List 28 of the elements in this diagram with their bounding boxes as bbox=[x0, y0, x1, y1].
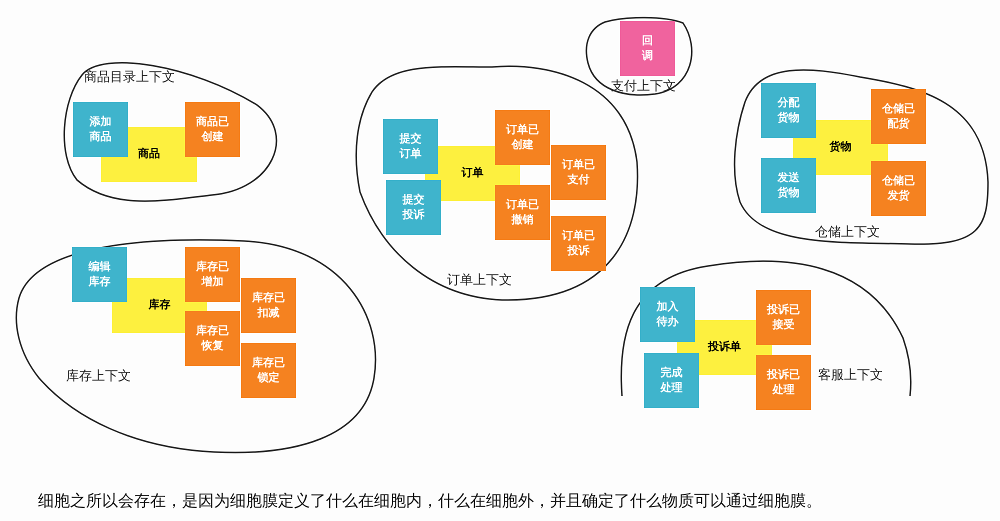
event-sticky: 订单已撤销 bbox=[495, 185, 550, 240]
context-label: 仓储上下文 bbox=[815, 223, 880, 241]
context-label: 库存上下文 bbox=[66, 367, 131, 385]
command-sticky: 加入待办 bbox=[640, 287, 695, 342]
command-sticky: 编辑库存 bbox=[72, 247, 127, 302]
event-sticky: 订单已投诉 bbox=[551, 216, 606, 271]
event-sticky: 库存已增加 bbox=[185, 247, 240, 302]
context-label: 客服上下文 bbox=[818, 366, 883, 384]
command-sticky: 提交投诉 bbox=[386, 180, 441, 235]
caption: 细胞之所以会存在，是因为细胞膜定义了什么在细胞内，什么在细胞外，并且确定了什么物质可以通过细胞膜。 bbox=[38, 492, 822, 512]
event-sticky: 库存已恢复 bbox=[185, 311, 240, 366]
event-sticky: 库存已扣减 bbox=[241, 278, 296, 333]
event-sticky: 商品已创建 bbox=[185, 102, 240, 157]
event-sticky: 订单已支付 bbox=[551, 145, 606, 200]
command-sticky: 完成处理 bbox=[644, 353, 699, 408]
event-sticky: 库存已锁定 bbox=[241, 343, 296, 398]
event-sticky: 投诉已处理 bbox=[756, 355, 811, 410]
command-sticky: 添加商品 bbox=[73, 102, 128, 157]
event-sticky: 订单已创建 bbox=[495, 110, 550, 165]
event-sticky: 仓储已发货 bbox=[871, 161, 926, 216]
event-sticky: 投诉已接受 bbox=[756, 290, 811, 345]
command-sticky: 分配货物 bbox=[761, 83, 816, 138]
command-sticky: 发送货物 bbox=[761, 158, 816, 213]
command-sticky: 提交订单 bbox=[383, 119, 438, 174]
context-label: 商品目录上下文 bbox=[84, 68, 175, 86]
context-label: 订单上下文 bbox=[447, 271, 512, 289]
event-sticky: 仓储已配货 bbox=[871, 89, 926, 144]
external-system-sticky: 回调 bbox=[620, 21, 675, 76]
